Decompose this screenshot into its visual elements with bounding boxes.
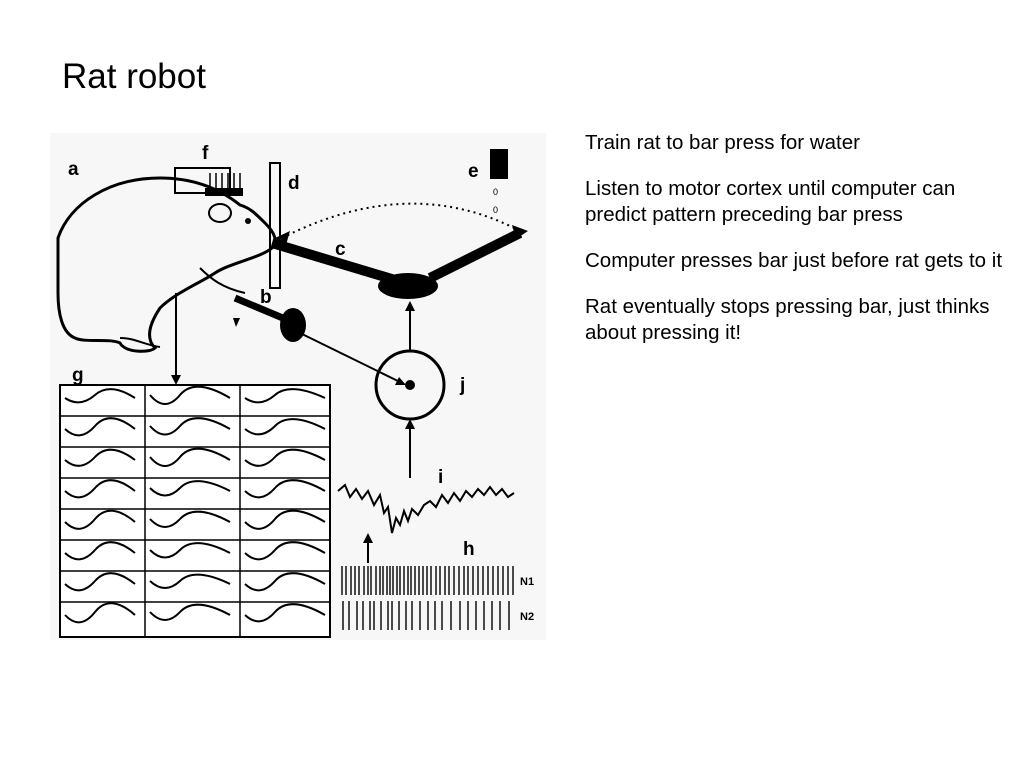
robot-arm-hub: [378, 273, 438, 299]
arrowhead-up-decoder: [405, 419, 415, 429]
bullet-list: Train rat to bar press for water Listen …: [585, 130, 1015, 366]
slide-title: Rat robot: [62, 57, 206, 96]
water-drop-1: 0: [493, 187, 498, 197]
rat-paw: [199, 267, 246, 294]
neuron-label-n2: N2: [520, 611, 534, 623]
panel-label-f: f: [202, 143, 209, 164]
electrode-box: [174, 167, 231, 194]
barrier: [269, 162, 281, 289]
robot-arm-right: [427, 228, 523, 283]
arrowhead-down-recordings: [171, 375, 181, 385]
bullet-item: Rat eventually stops pressing bar, just …: [585, 295, 990, 344]
figure-drawing: 0 0: [50, 133, 546, 640]
spike-raster-n1: [341, 566, 514, 595]
rat-body-outline: [56, 176, 277, 353]
panel-label-b: b: [260, 287, 272, 308]
neuron-label-n1: N1: [520, 576, 534, 588]
panel-label-i: i: [438, 467, 443, 488]
rat-ear: [208, 203, 232, 223]
trajectory-arrowhead-left: [275, 231, 290, 245]
panel-label-a: a: [68, 159, 79, 180]
robot-arm-left: [270, 238, 407, 288]
arrowhead-to-decoder: [395, 377, 406, 385]
panel-label-j: j: [459, 375, 465, 396]
lever-motion-arrow: [233, 318, 240, 327]
rat-foot: [119, 337, 161, 348]
arrow-lever-to-decoder: [299, 332, 403, 384]
rat-eye: [245, 218, 251, 224]
spike-waveforms: [64, 385, 326, 624]
panel-label-d: d: [288, 173, 300, 194]
water-drop-2: 0: [493, 205, 498, 215]
lever-pivot: [280, 308, 306, 342]
lever: [233, 294, 292, 325]
panel-label-g: g: [72, 365, 84, 386]
panel-label-e: e: [468, 161, 479, 182]
arrowhead-up-arm: [405, 301, 415, 311]
arm-trajectory: [281, 202, 521, 239]
electrode-array: [205, 188, 243, 196]
population-signal-trace: [337, 483, 515, 534]
panel-label-h: h: [463, 539, 475, 560]
water-dispenser: [490, 149, 508, 179]
waveform-grid: [60, 385, 330, 637]
panel-label-c: c: [335, 239, 346, 260]
bullet-item: Computer presses bar just before rat get…: [585, 249, 1003, 272]
arrowhead-up-signal: [363, 533, 373, 543]
decoder-center: [405, 380, 415, 390]
bullet-item: Train rat to bar press for water: [585, 131, 860, 154]
rat-robot-figure: 0 0: [50, 133, 546, 640]
spike-raster-n2: [342, 601, 510, 630]
bullet-item: Listen to motor cortex until computer ca…: [585, 177, 956, 226]
